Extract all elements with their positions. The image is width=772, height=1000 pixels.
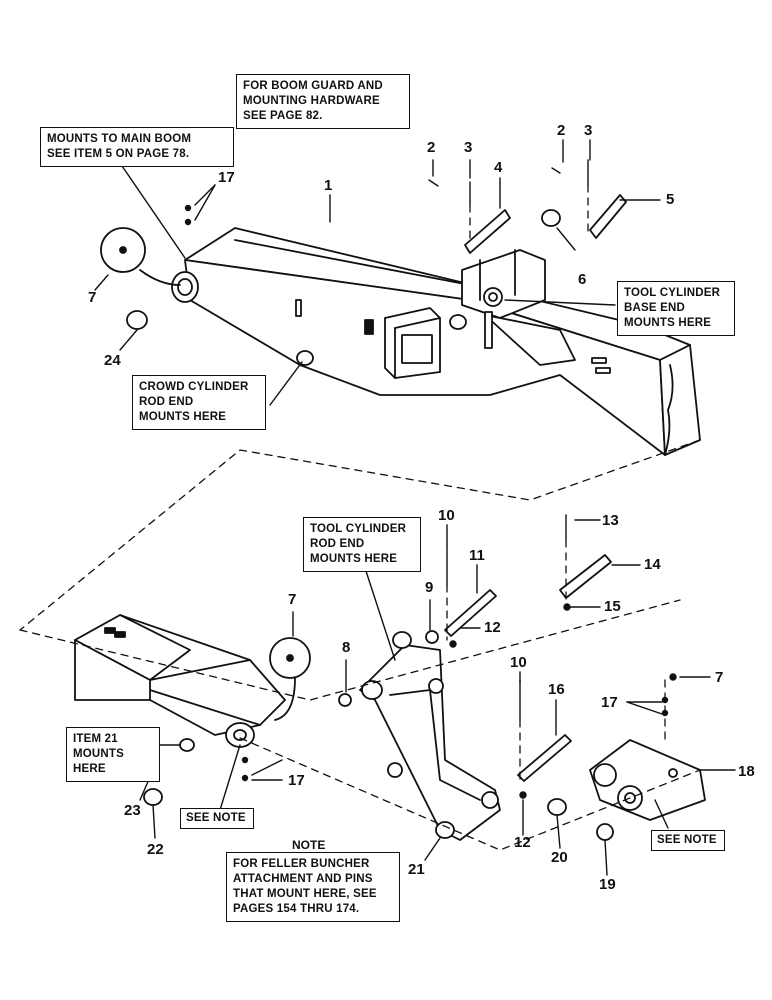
part-number-7: 7	[715, 669, 724, 686]
part-number-20: 20	[551, 849, 568, 866]
callout-see-note-right: SEE NOTE	[651, 830, 725, 851]
part-number-17: 17	[601, 694, 618, 711]
detail-circles	[100, 227, 311, 721]
part-number-9: 9	[425, 579, 434, 596]
alignment-dashes	[19, 184, 701, 851]
part-number-13: 13	[602, 512, 619, 529]
part-number-3: 3	[464, 139, 473, 156]
link-arm	[359, 631, 501, 841]
part-number-2: 2	[427, 139, 436, 156]
callout-tool-cylinder-rod: TOOL CYLINDER ROD END MOUNTS HERE	[303, 517, 421, 572]
part-number-3: 3	[584, 122, 593, 139]
callout-tool-cylinder-base: TOOL CYLINDER BASE END MOUNTS HERE	[617, 281, 735, 336]
part-number-22: 22	[147, 841, 164, 858]
part-number-6: 6	[578, 271, 587, 288]
callout-mounts-main-boom: MOUNTS TO MAIN BOOM SEE ITEM 5 ON PAGE 7…	[40, 127, 234, 167]
fasteners	[184, 159, 677, 799]
callout-see-note-left: SEE NOTE	[180, 808, 254, 829]
part-number-19: 19	[599, 876, 616, 893]
note-title: NOTE	[292, 838, 326, 852]
callout-item-21: ITEM 21 MOUNTS HERE	[66, 727, 160, 782]
part-number-11: 11	[469, 547, 485, 564]
part-number-12: 12	[514, 834, 531, 851]
part-number-15: 15	[604, 598, 621, 615]
note-box: FOR FELLER BUNCHER ATTACHMENT AND PINS T…	[226, 852, 400, 922]
leader-lines	[94, 139, 736, 876]
part-number-14: 14	[644, 556, 661, 573]
part-number-17: 17	[288, 772, 305, 789]
part-number-4: 4	[494, 159, 503, 176]
part-number-23: 23	[124, 802, 141, 819]
part-number-17: 17	[218, 169, 235, 186]
part-number-1: 1	[324, 177, 333, 194]
callout-boom-guard: FOR BOOM GUARD AND MOUNTING HARDWARE SEE…	[236, 74, 410, 129]
part-number-8: 8	[342, 639, 351, 656]
part-number-7: 7	[288, 591, 297, 608]
part-number-10: 10	[438, 507, 455, 524]
part-number-7: 7	[88, 289, 97, 306]
part-number-5: 5	[666, 191, 675, 208]
end-bracket	[589, 739, 706, 821]
pins	[444, 194, 627, 782]
part-number-10: 10	[510, 654, 527, 671]
part-number-24: 24	[104, 352, 121, 369]
callout-crowd-cylinder: CROWD CYLINDER ROD END MOUNTS HERE	[132, 375, 266, 430]
upper-boom	[171, 227, 701, 456]
part-number-16: 16	[548, 681, 565, 698]
part-number-12: 12	[484, 619, 501, 636]
part-number-2: 2	[557, 122, 566, 139]
part-number-18: 18	[738, 763, 755, 780]
part-number-21: 21	[408, 861, 425, 878]
